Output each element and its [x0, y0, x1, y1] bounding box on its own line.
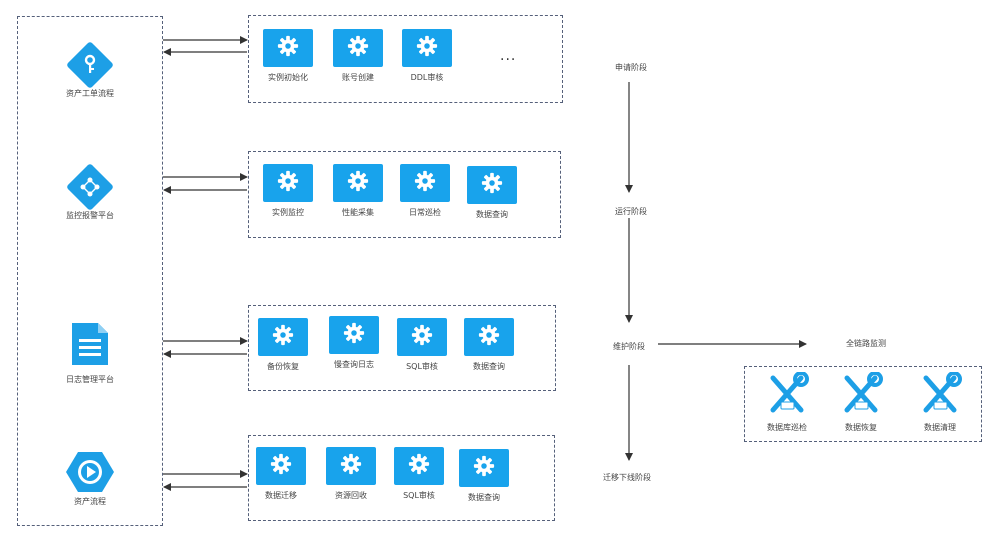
- tile-slow-query-log[interactable]: 慢查询日志: [329, 316, 379, 370]
- tile-label: DDL审核: [410, 73, 444, 82]
- platform-asset-ticket[interactable]: 资产工单流程: [17, 40, 163, 99]
- stage-maintain: 维护阶段: [613, 342, 645, 351]
- stage-run: 运行阶段: [615, 207, 647, 216]
- tile-sql-review[interactable]: SQL审核: [394, 447, 444, 501]
- tile-performance-collect[interactable]: 性能采集: [333, 164, 383, 218]
- stage-offline: 迁移下线阶段: [603, 473, 651, 482]
- tile-label: 账号创建: [342, 73, 374, 82]
- platform-column: [17, 16, 163, 526]
- stage-full-link-monitor: 全链路监测: [846, 339, 886, 348]
- platform-label: 日志管理平台: [66, 375, 114, 384]
- offline-tools-group: [248, 435, 555, 521]
- play-icon: [65, 450, 115, 494]
- tile-account-create[interactable]: 账号创建: [333, 29, 383, 83]
- gear-icon: [277, 170, 299, 196]
- gear-icon: [270, 453, 292, 479]
- tile-label: 资源回收: [335, 491, 367, 500]
- gear-icon: [414, 170, 436, 196]
- tile-label: SQL审核: [406, 362, 438, 371]
- tile-data-migration[interactable]: 数据迁移: [256, 447, 306, 501]
- tile-data-query[interactable]: 数据查询: [467, 166, 517, 220]
- tile-label: 实例监控: [272, 208, 304, 217]
- gear-icon: [347, 35, 369, 61]
- apply-tools-group: [248, 15, 563, 103]
- gear-icon: [408, 453, 430, 479]
- tile-backup-restore[interactable]: 备份恢复: [258, 318, 308, 372]
- gear-icon: [478, 324, 500, 350]
- gear-icon: [347, 170, 369, 196]
- platform-label: 监控报警平台: [66, 211, 114, 220]
- platform-label: 资产流程: [74, 497, 106, 506]
- platform-label: 资产工单流程: [66, 89, 114, 98]
- wrench-screwdriver-icon: [765, 371, 809, 420]
- tile-daily-inspection[interactable]: 日常巡检: [400, 164, 450, 218]
- tools-group: [744, 366, 982, 442]
- tool-db-inspection[interactable]: 数据库巡检: [762, 371, 812, 433]
- wrench-screwdriver-icon: [918, 371, 962, 420]
- platform-log-management[interactable]: 日志管理平台: [17, 320, 163, 385]
- tile-label: 数据迁移: [265, 491, 297, 500]
- gear-icon: [416, 35, 438, 61]
- document-icon: [66, 320, 114, 368]
- tile-label: 日常巡检: [409, 208, 441, 217]
- tile-instance-init[interactable]: 实例初始化: [263, 29, 313, 83]
- tile-resource-reclaim[interactable]: 资源回收: [326, 447, 376, 501]
- wrench-screwdriver-icon: [839, 371, 883, 420]
- tile-label: 慢查询日志: [334, 360, 374, 369]
- network-icon: [65, 162, 115, 212]
- stage-apply: 申请阶段: [615, 63, 647, 72]
- run-tools-group: [248, 151, 561, 238]
- tile-sql-review[interactable]: SQL审核: [397, 318, 447, 372]
- tile-label: 数据查询: [476, 210, 508, 219]
- tile-label: 实例初始化: [268, 73, 308, 82]
- tool-data-cleanup[interactable]: 数据清理: [915, 371, 965, 433]
- gear-icon: [481, 172, 503, 198]
- gear-icon: [340, 453, 362, 479]
- key-icon: [65, 40, 115, 90]
- tile-label: 性能采集: [342, 208, 374, 217]
- tool-data-recovery[interactable]: 数据恢复: [836, 371, 886, 433]
- tile-label: 数据查询: [468, 493, 500, 502]
- tile-label: 备份恢复: [267, 362, 299, 371]
- platform-monitor-alert[interactable]: 监控报警平台: [17, 162, 163, 221]
- tool-label: 数据恢复: [845, 423, 877, 432]
- gear-icon: [473, 455, 495, 481]
- tile-instance-monitor[interactable]: 实例监控: [263, 164, 313, 218]
- tile-ddl-review[interactable]: DDL审核: [402, 29, 452, 83]
- gear-icon: [343, 322, 365, 348]
- tool-label: 数据库巡检: [767, 423, 807, 432]
- gear-icon: [272, 324, 294, 350]
- gear-icon: [277, 35, 299, 61]
- platform-asset-flow[interactable]: 资产流程: [17, 450, 163, 507]
- maintain-tools-group: [248, 305, 556, 391]
- more-ellipsis: ...: [500, 48, 517, 64]
- tile-data-query[interactable]: 数据查询: [459, 449, 509, 503]
- tile-label: SQL审核: [403, 491, 435, 500]
- tile-label: 数据查询: [473, 362, 505, 371]
- gear-icon: [411, 324, 433, 350]
- tile-data-query[interactable]: 数据查询: [464, 318, 514, 372]
- tool-label: 数据清理: [924, 423, 956, 432]
